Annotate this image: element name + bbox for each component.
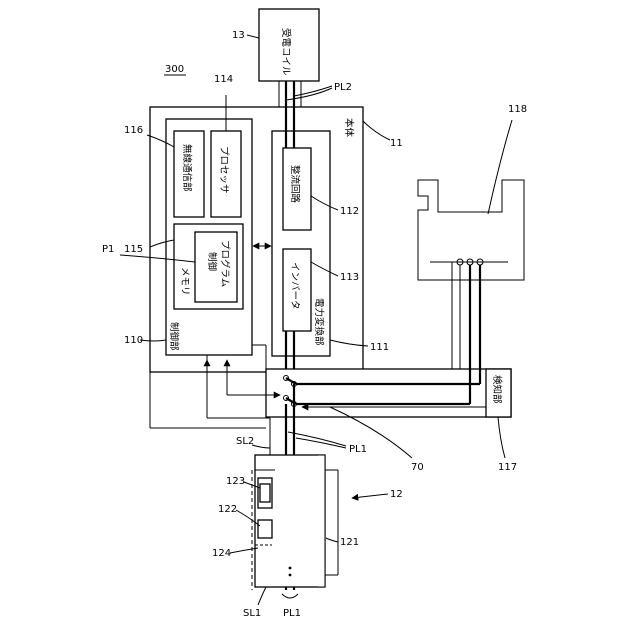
- device-ref-label: 300: [165, 64, 184, 75]
- ref-70: 70: [411, 462, 424, 473]
- plug-magnet-inner: [260, 484, 270, 502]
- main-body-label: 本体: [343, 118, 355, 138]
- ref-114: 114: [214, 74, 233, 85]
- power-converter-label: 電力変換部: [313, 298, 325, 346]
- leader-121: [326, 538, 338, 542]
- inverter-label: インバータ: [289, 262, 300, 310]
- ref-113: 113: [340, 272, 359, 283]
- control-program-label-1: 制御: [206, 252, 218, 271]
- ref-sl1: SL1: [243, 608, 261, 619]
- plug-dot-2: [289, 574, 292, 577]
- ref-112: 112: [340, 206, 359, 217]
- detector-label: 検知部: [491, 375, 503, 404]
- ref-sl2: SL2: [236, 436, 254, 447]
- rectifier-label: 整流回路: [289, 165, 301, 204]
- processor-label: プロセッサ: [218, 146, 229, 194]
- ref-111: 111: [370, 342, 389, 353]
- ref-117: 117: [498, 462, 517, 473]
- plug-dot-1: [289, 567, 292, 570]
- ref-116: 116: [124, 125, 143, 136]
- plug-edge: [318, 455, 325, 587]
- leader-sl1: [258, 587, 266, 605]
- leader-12: [352, 494, 388, 498]
- ref-pl2: PL2: [334, 82, 352, 93]
- ref-123: 123: [226, 476, 245, 487]
- leader-124: [230, 548, 258, 553]
- ref-pl1-b: PL1: [283, 608, 301, 619]
- controller-label: 制御部: [168, 322, 180, 351]
- wireless-comm-label: 無線通信部: [181, 144, 193, 192]
- control-program-label-2: プログラム: [219, 240, 231, 287]
- ref-118: 118: [508, 104, 527, 115]
- ref-p1: P1: [102, 244, 114, 255]
- leader-pl1-a2: [288, 432, 346, 446]
- leader-13: [247, 35, 259, 38]
- leader-117: [498, 417, 505, 458]
- plug-sensor-122: [258, 520, 272, 538]
- detector-outer-box: [266, 369, 511, 417]
- ref-12: 12: [390, 489, 403, 500]
- ref-124: 124: [212, 548, 231, 559]
- ref-13: 13: [232, 30, 245, 41]
- ref-115: 115: [124, 244, 143, 255]
- leader-pl1-b: [282, 594, 298, 598]
- ref-121: 121: [340, 537, 359, 548]
- ref-pl1-a: PL1: [349, 444, 367, 455]
- leader-11: [363, 121, 390, 140]
- leader-118: [488, 120, 512, 214]
- leader-sl2: [252, 445, 270, 448]
- ref-11: 11: [390, 138, 403, 149]
- receive-coil-label: 受電コイル: [280, 28, 292, 76]
- ref-122: 122: [218, 504, 237, 515]
- memory-label: メモリ: [179, 267, 190, 296]
